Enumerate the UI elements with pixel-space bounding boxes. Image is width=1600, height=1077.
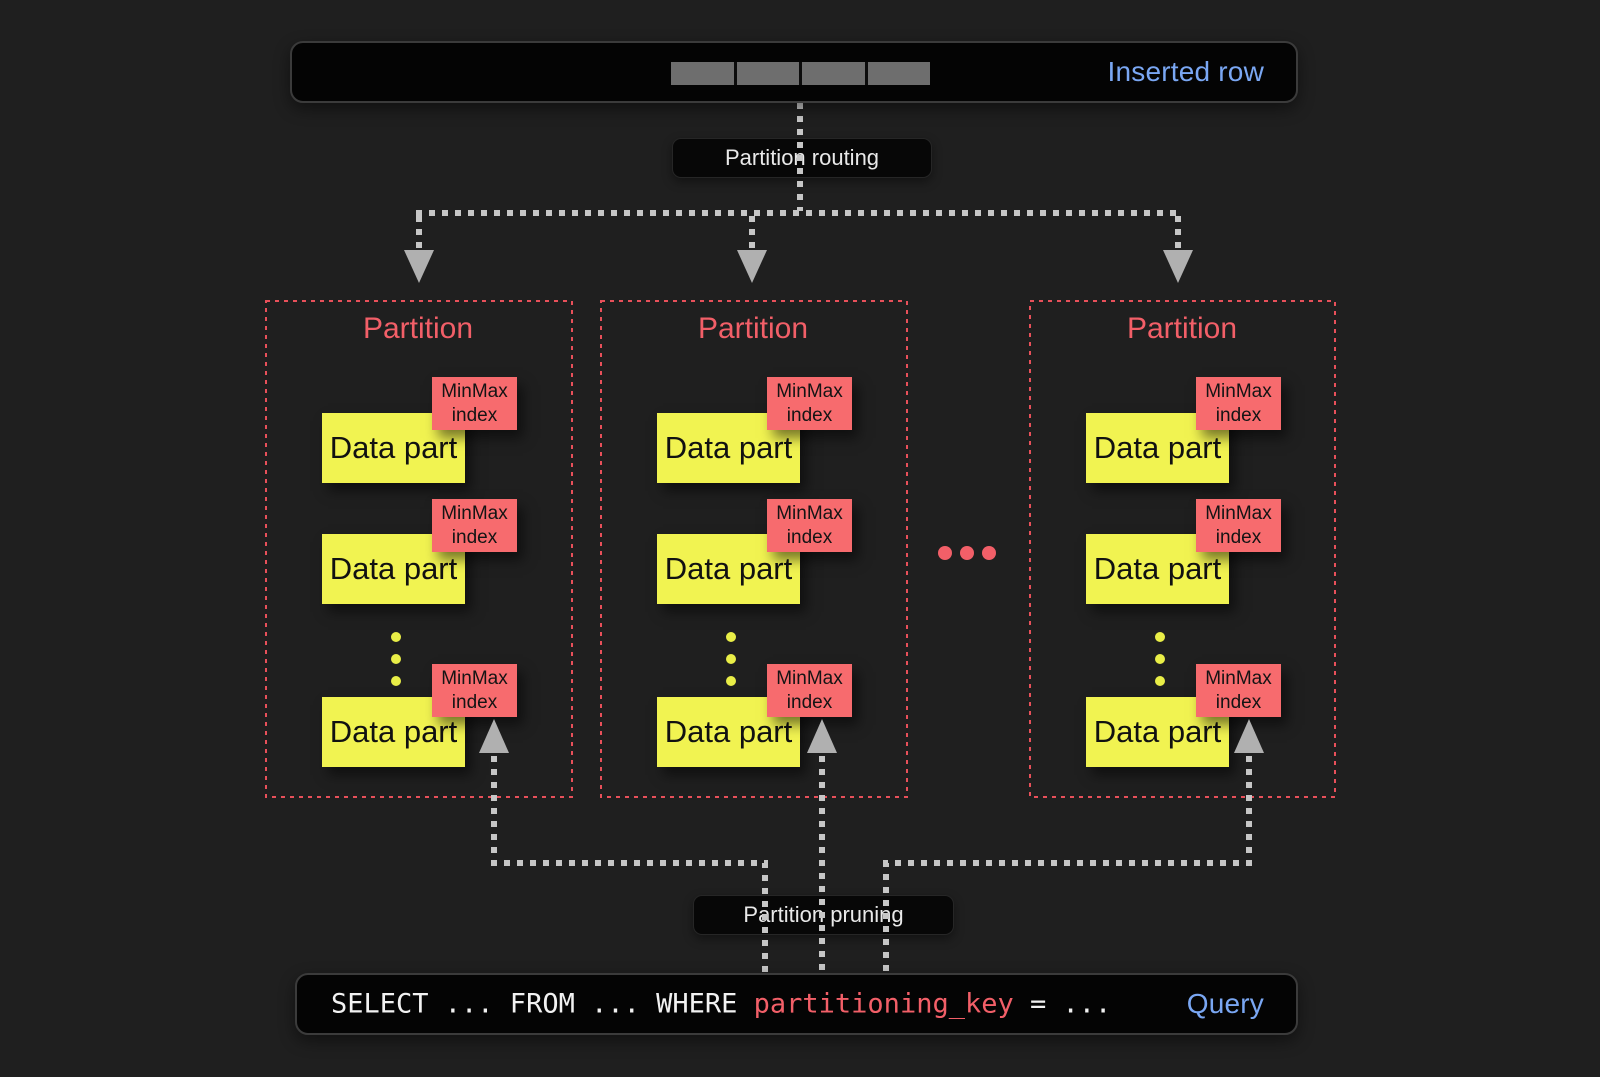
partition-title: Partition [697,312,809,345]
partition-routing-arrows [404,103,1193,283]
more-parts-ellipsis [1155,632,1165,698]
minmax-index-box: MinMax index [432,377,517,430]
minmax-index-box: MinMax index [767,664,852,717]
row-cell [671,62,734,85]
row-cell [867,62,930,85]
sql-suffix: = ... [1013,988,1112,1020]
arrowhead-down-icon [404,250,434,283]
row-cell [736,62,799,85]
query-label: Query [1186,988,1264,1019]
inserted-row-cells [671,62,930,85]
minmax-index-box: MinMax index [1196,377,1281,430]
more-parts-ellipsis [391,632,401,698]
minmax-index-box: MinMax index [1196,664,1281,717]
minmax-index-box: MinMax index [767,499,852,552]
arrowhead-down-icon [1163,250,1193,283]
partition-pruning-text: Partition pruning [743,902,904,927]
inserted-row-label: Inserted row [1107,56,1264,87]
partition-box-3: Partition Data part MinMax index Data pa… [1029,300,1335,798]
inserted-row-box: Inserted row [290,41,1298,103]
minmax-index-box: MinMax index [432,664,517,717]
partition-routing-text: Partition routing [724,145,880,170]
row-cell [802,62,865,85]
partition-title: Partition [362,312,474,345]
arrowhead-down-icon [737,250,767,283]
sql-text: SELECT ... FROM ... WHERE partitioning_k… [331,989,1111,1020]
partition-box-2: Partition Data part MinMax index Data pa… [600,300,906,798]
more-parts-ellipsis [726,632,736,698]
minmax-index-box: MinMax index [1196,499,1281,552]
sql-partitioning-key: partitioning_key [753,988,1014,1020]
more-partitions-ellipsis [938,546,996,560]
minmax-index-box: MinMax index [432,499,517,552]
sql-prefix: SELECT ... FROM ... WHERE [331,988,754,1020]
minmax-index-box: MinMax index [767,377,852,430]
query-box: SELECT ... FROM ... WHERE partitioning_k… [295,973,1298,1035]
partition-title: Partition [1126,312,1238,345]
partition-routing-label: Partition routing [672,138,932,178]
partition-pruning-label: Partition pruning [693,895,954,935]
partition-box-1: Partition Data part MinMax index Data pa… [265,300,571,798]
